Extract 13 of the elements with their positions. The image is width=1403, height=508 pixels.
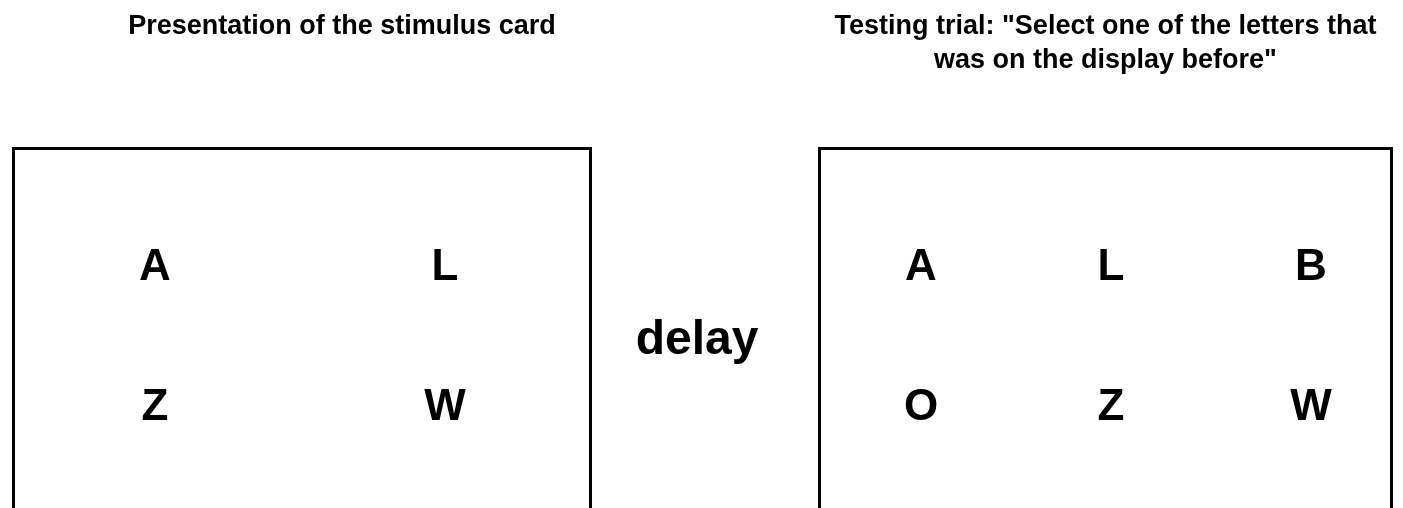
letter: L — [431, 240, 459, 290]
letter: W — [1290, 380, 1332, 430]
letter: Z — [1097, 380, 1125, 430]
letter: A — [905, 240, 937, 290]
card-heading: Testing trial: "Select one of the letters that was on the display before" — [833, 9, 1378, 76]
letter: A — [139, 240, 171, 290]
letter: B — [1295, 240, 1327, 290]
delay-label: delay — [635, 310, 759, 366]
letter: O — [903, 380, 939, 430]
card-heading: Presentation of the stimulus card — [127, 9, 557, 42]
letter: W — [424, 380, 466, 430]
letter: Z — [141, 380, 169, 430]
letter: L — [1097, 240, 1125, 290]
